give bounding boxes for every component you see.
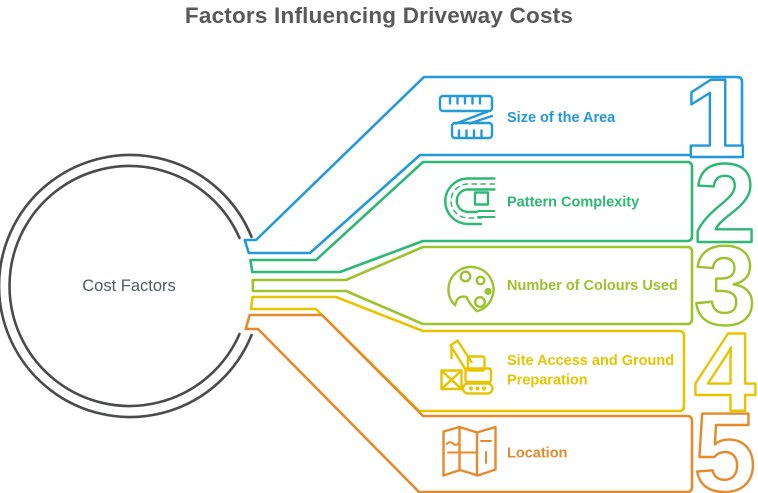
factor-item-1: Size of the Area 1 (243, 55, 747, 255)
paint-palette-icon (447, 265, 495, 313)
folded-map-icon (442, 425, 497, 477)
factor-item-3: Number of Colours Used 3 (251, 222, 757, 349)
factor-label-4-line-2: Preparation (507, 373, 588, 389)
factor-label-5: Location (507, 446, 567, 462)
measuring-tape-icon (438, 94, 494, 140)
factor-number-4: 4 (694, 310, 756, 435)
page-title: Factors Influencing Driveway Costs (185, 3, 573, 28)
factor-banner-5 (244, 313, 694, 493)
center-circle-inner-ring (8, 164, 241, 408)
factor-item-5: Location 5 (244, 313, 757, 493)
curved-road-icon (444, 177, 496, 226)
factor-label-2: Pattern Complexity (507, 195, 639, 211)
factor-number-5: 5 (694, 390, 756, 493)
factor-banner-3 (251, 245, 694, 326)
factor-item-4: Site Access and Ground Preparation 4 (249, 295, 757, 436)
factor-label-3: Number of Colours Used (507, 278, 678, 294)
factor-number-3: 3 (694, 223, 756, 348)
center-circle: Cost Factors (0, 153, 253, 419)
center-circle-outer-ring (0, 153, 253, 419)
factor-label-4-line-1: Site Access and Ground (507, 353, 674, 369)
factor-number-2: 2 (694, 141, 756, 266)
factor-banner-1 (243, 75, 744, 255)
factor-label-1: Size of the Area (507, 110, 616, 126)
excavator-icon (440, 339, 494, 395)
center-circle-label: Cost Factors (82, 277, 176, 295)
factor-banner-2 (249, 160, 694, 274)
factor-number-1: 1 (684, 56, 746, 181)
factor-item-2: Pattern Complexity 2 (249, 140, 757, 274)
factor-banner-4 (249, 295, 686, 413)
